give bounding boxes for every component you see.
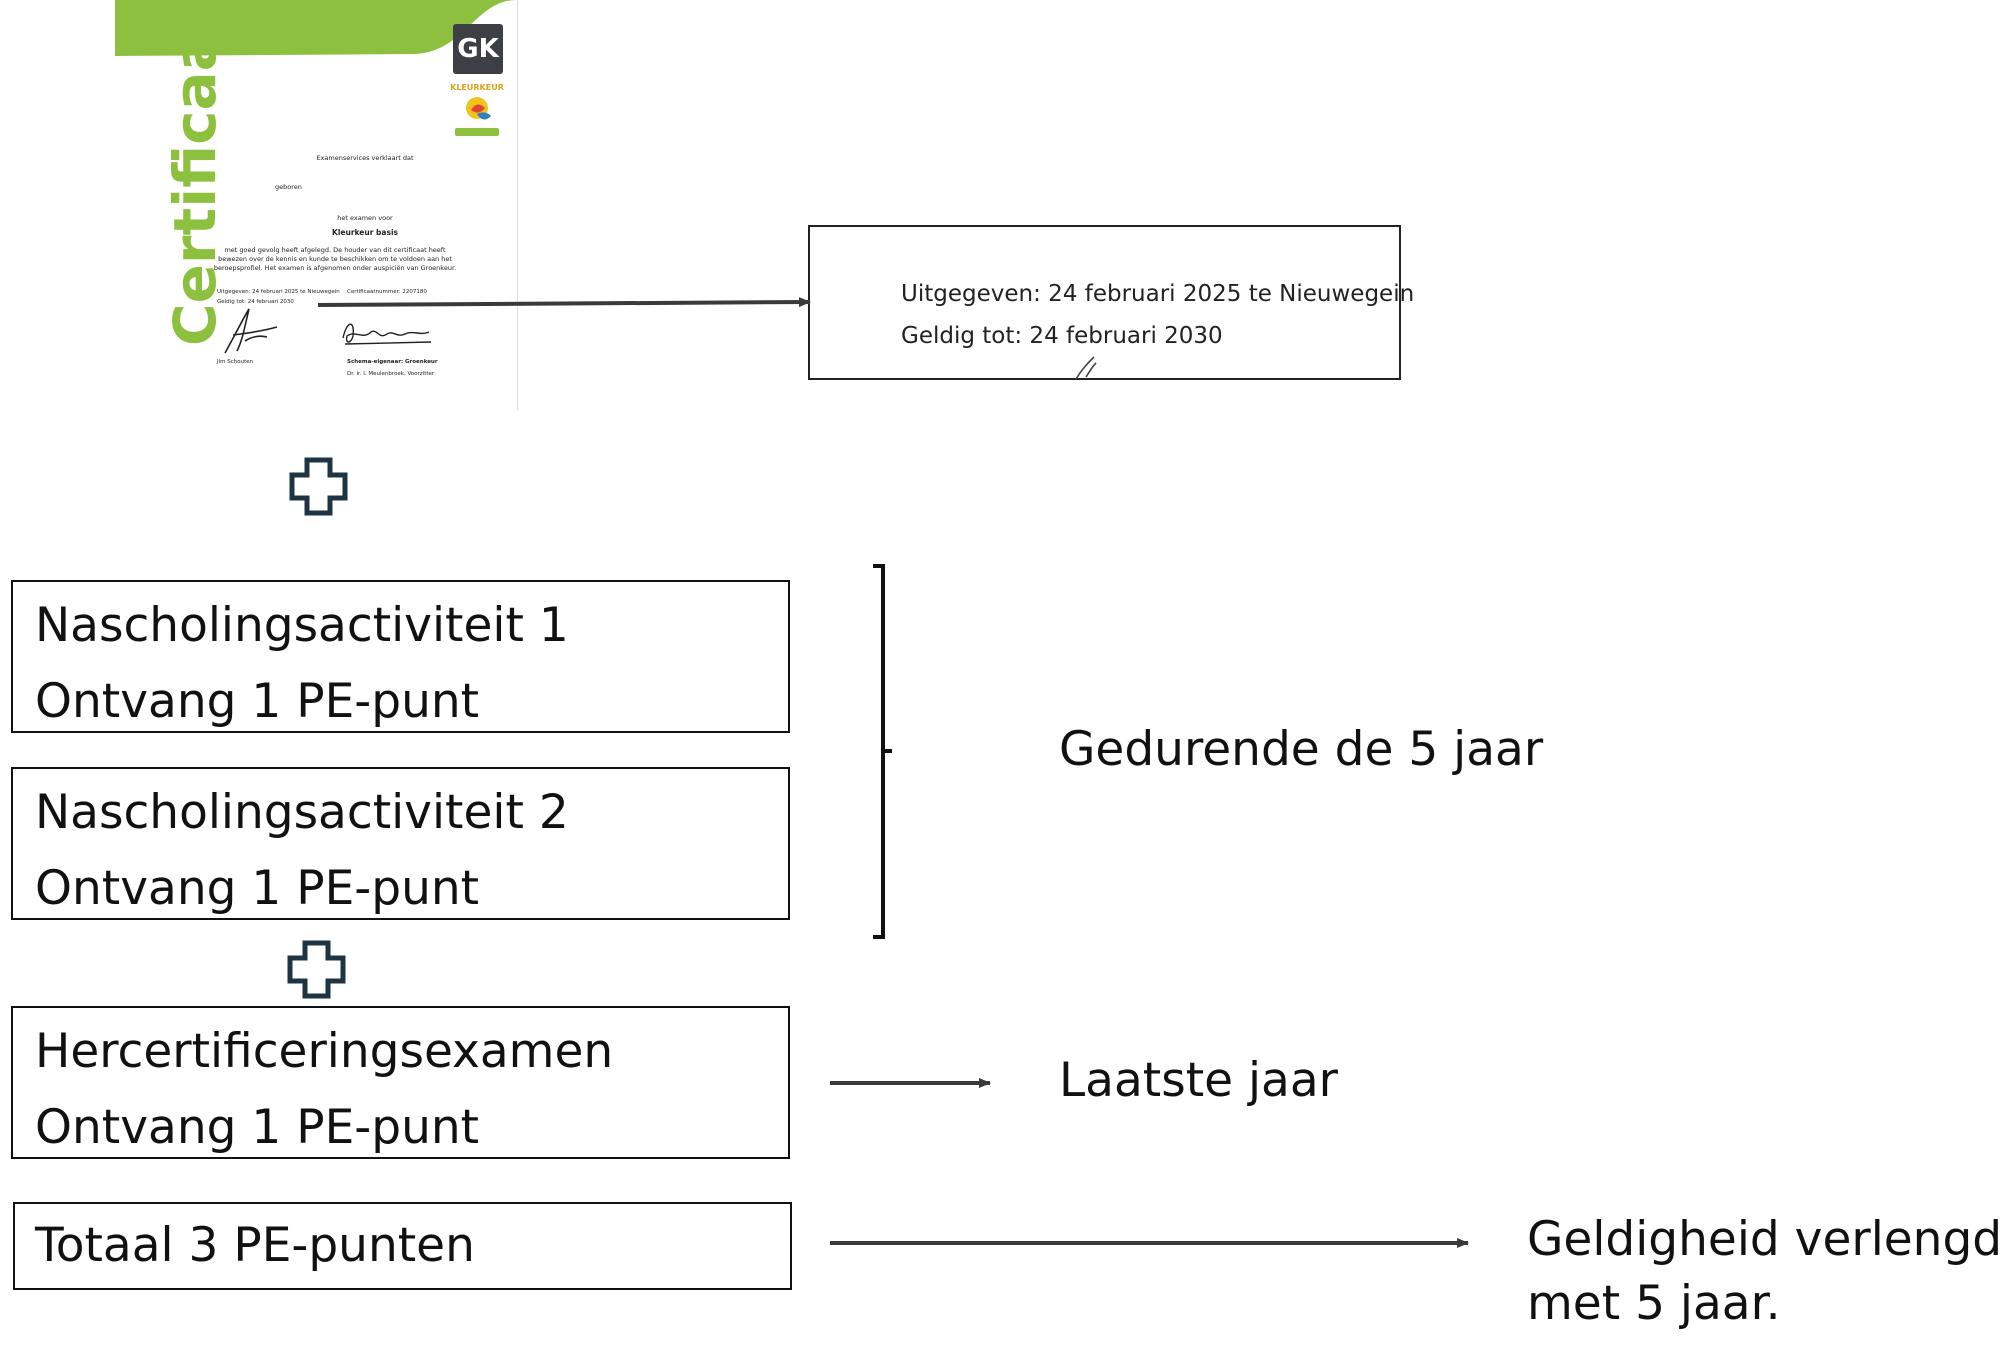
certificate-signer-left: Jim Schouten	[217, 359, 254, 365]
certificate-body-line-1: met goed gevolg heeft afgelegd. De houde…	[224, 246, 446, 254]
step-box-hercertificering: Hercertificeringsexamen Ontvang 1 PE-pun…	[11, 1006, 790, 1159]
bracket-during-period	[873, 564, 892, 939]
groenkeur-logo: GK	[453, 24, 503, 74]
zoom-issued-text: Uitgegeven: 24 februari 2025 te Nieuwege…	[901, 281, 1415, 307]
kleurkeur-logo: KLEURKEUR	[450, 83, 504, 136]
plus-icon-top	[289, 457, 348, 516]
label-last-year: Laatste jaar	[1059, 1053, 1338, 1108]
step-1-title: Nascholingsactiviteit 1	[35, 598, 569, 653]
certificate-exam-for: het examen voor	[337, 214, 393, 222]
signature-right	[342, 323, 432, 345]
certificate-signer-right: Dr. ir. I. Meulenbroek, Voorzitter	[347, 371, 435, 377]
certificate-valid-small: Geldig tot: 24 februari 2030	[217, 299, 294, 305]
step-2-title: Nascholingsactiviteit 2	[35, 785, 569, 840]
kleurkeur-logo-text: KLEURKEUR	[450, 83, 504, 92]
certificate-number: Certificaatnummer: 2207180	[347, 289, 427, 295]
total-text: Totaal 3 PE-punten	[35, 1218, 475, 1273]
zoom-valid-text: Geldig tot: 24 februari 2030	[901, 323, 1223, 349]
certificate-body-line-2: bewezen over de kennis en kunde te besch…	[218, 255, 452, 263]
step-3-points: Ontvang 1 PE-punt	[35, 1100, 480, 1155]
signature-left	[224, 308, 278, 354]
certificate-issued-small: Uitgegeven: 24 februari 2025 te Nieuwege…	[217, 289, 340, 295]
certificate-green-header	[115, 0, 517, 56]
total-box: Totaal 3 PE-punten	[13, 1202, 792, 1290]
step-2-points: Ontvang 1 PE-punt	[35, 861, 480, 916]
label-extended-line-1: Geldigheid verlengd	[1527, 1212, 2000, 1267]
step-box-nascholing-1: Nascholingsactiviteit 1 Ontvang 1 PE-pun…	[11, 580, 790, 733]
step-1-points: Ontvang 1 PE-punt	[35, 674, 480, 729]
certificate-statement: Examenservices verklaart dat	[316, 154, 414, 162]
step-3-title: Hercertificeringsexamen	[35, 1024, 614, 1079]
certificate-body-line-3: beroepsprofiel. Het examen is afgenomen …	[213, 264, 457, 272]
date-zoom-box: Uitgegeven: 24 februari 2025 te Nieuwege…	[808, 225, 1414, 380]
plus-icon-middle	[287, 940, 346, 999]
certificate-scheme-owner: Schema-eigenaar: Groenkeur	[347, 359, 438, 365]
certificate-thumbnail: Certificaat GK KLEURKEUR Examenservices …	[115, 0, 518, 410]
certificate-born-label: geboren	[275, 183, 302, 191]
certificate-exam-name: Kleurkeur basis	[332, 228, 398, 237]
step-box-nascholing-2: Nascholingsactiviteit 2 Ontvang 1 PE-pun…	[11, 767, 790, 920]
signature-fragment	[1075, 356, 1097, 380]
label-extended-line-2: met 5 jaar.	[1527, 1276, 1781, 1331]
label-during-5-years: Gedurende de 5 jaar	[1059, 722, 1544, 777]
